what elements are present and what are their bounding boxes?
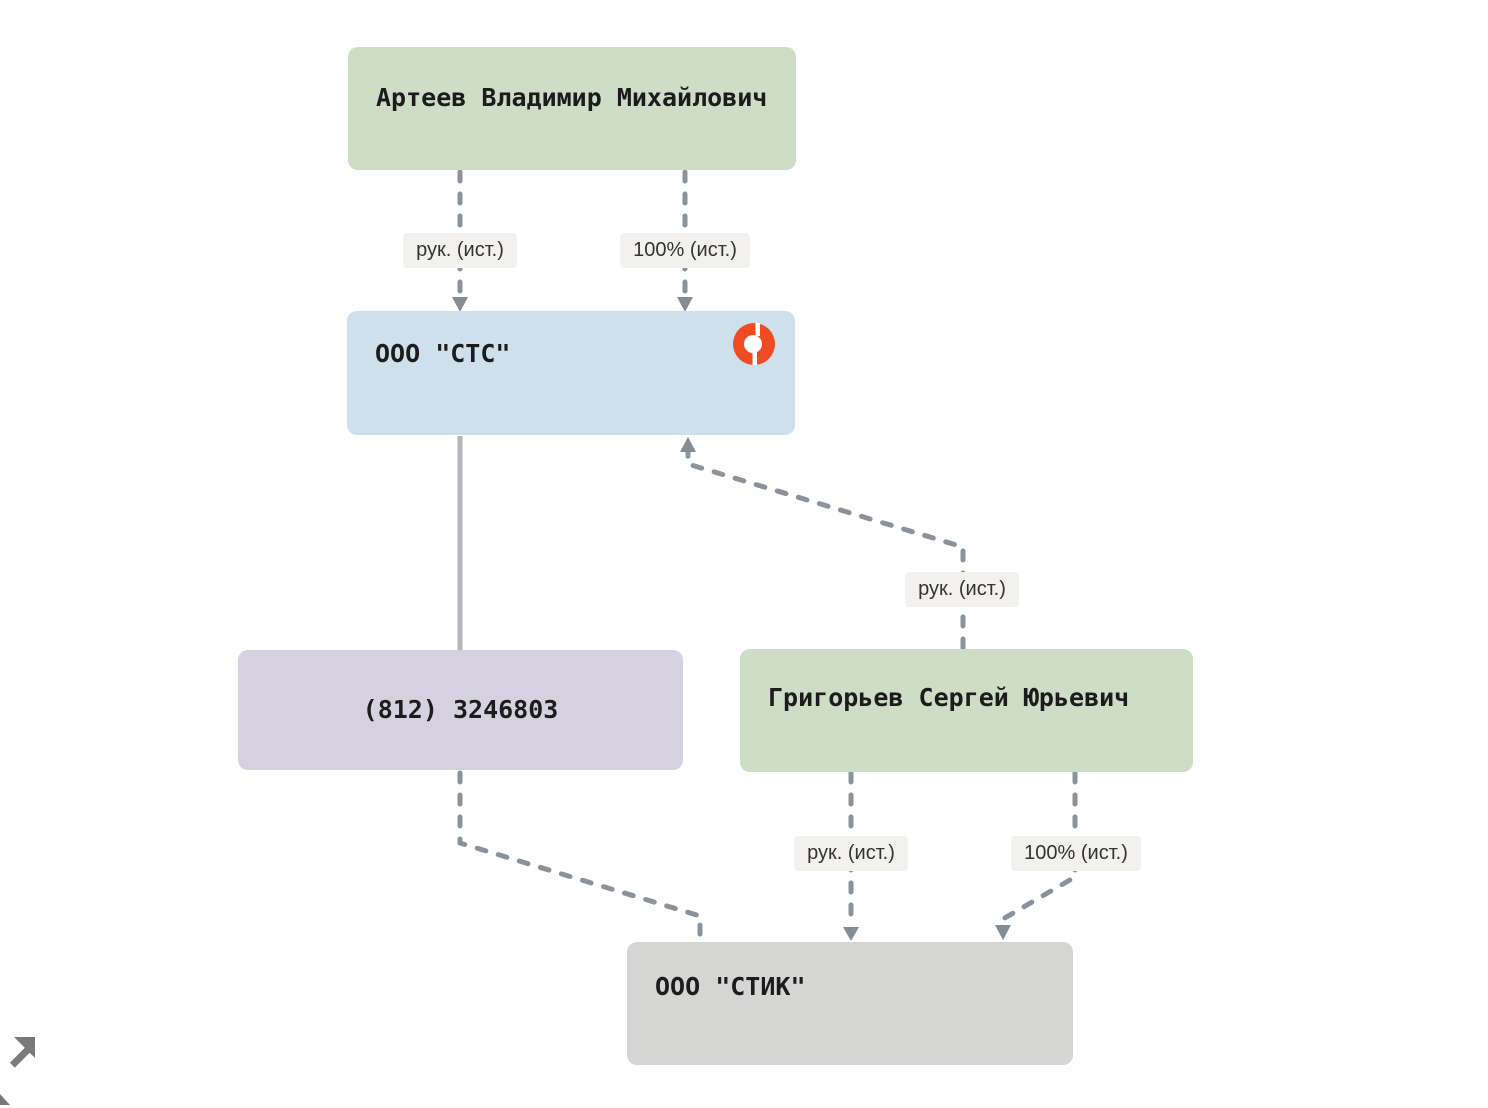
edge-label-ruk: рук. (ист.) [794,836,908,871]
arrowhead-down-icon [843,927,859,941]
node-label: Артеев Владимир Михайлович [376,83,768,112]
edge-grigoriev-stik-100 [1000,770,1078,928]
node-phone-number[interactable]: (812) 3246803 [238,650,683,770]
node-company-sts[interactable]: ООО "СТС" [347,311,795,435]
node-label: ООО "СТИК" [655,972,806,1001]
liquidated-status-icon[interactable] [733,323,775,365]
node-person-grigoriev[interactable]: Григорьев Сергей Юрьевич [740,649,1193,772]
arrowhead-down-icon [995,925,1011,940]
node-company-stik[interactable]: ООО "СТИК" [627,942,1073,1065]
arrowhead-down-icon [677,297,693,312]
node-label: ООО "СТС" [375,339,511,368]
edge-phone-stik [457,770,703,944]
edge-label-ruk: рук. (ист.) [905,572,1019,607]
node-label: (812) 3246803 [362,695,559,724]
node-label: Григорьев Сергей Юрьевич [768,683,1130,712]
edge-grigoriev-sts-ruk [685,449,966,651]
edge-label-100: 100% (ист.) [1011,836,1141,871]
expand-icon[interactable] [0,1032,44,1108]
arrowhead-down-icon [452,297,468,312]
edge-label-100: 100% (ист.) [620,233,750,268]
arrowhead-up-icon [680,437,696,452]
edge-label-ruk: рук. (ист.) [403,233,517,268]
node-person-arteev[interactable]: Артеев Владимир Михайлович [348,47,796,170]
